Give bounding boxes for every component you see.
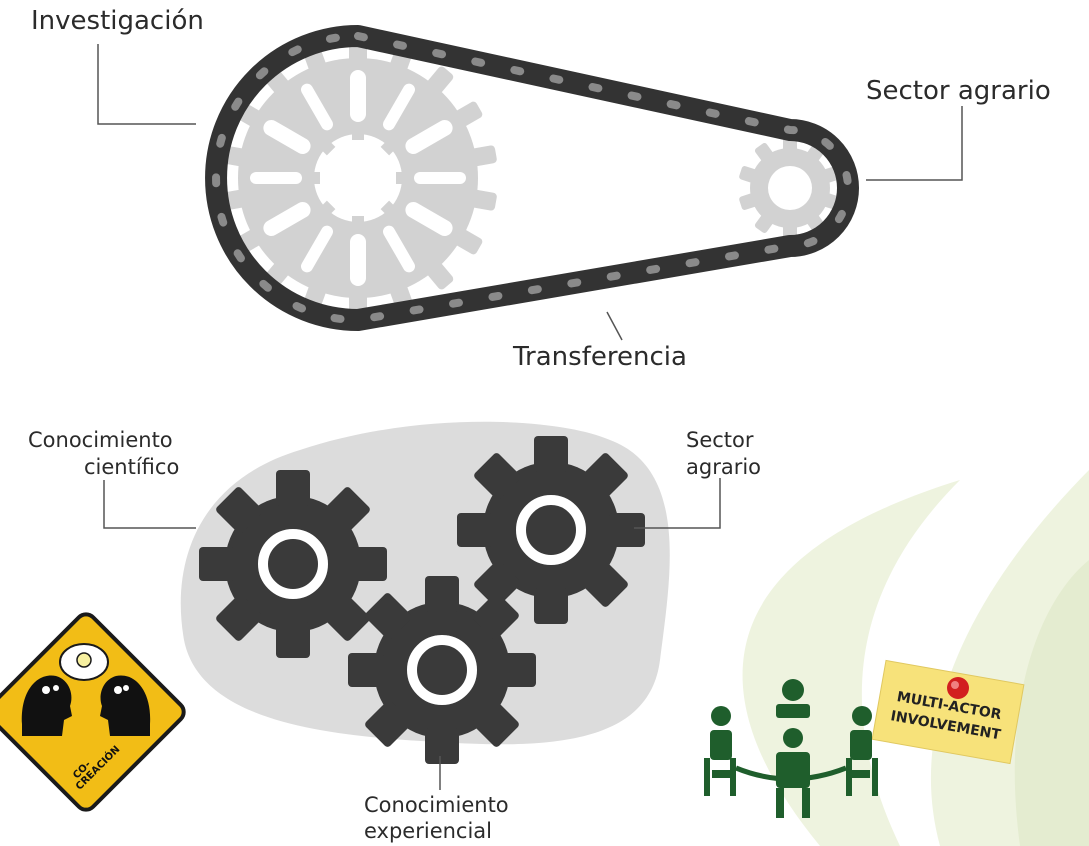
small-sprocket — [739, 136, 841, 240]
sticky-note: MULTI-ACTOR INVOLVEMENT — [871, 659, 1025, 765]
label-sector-2: agrario — [686, 455, 762, 479]
label-conocimiento-cientifico-1: Conocimiento — [28, 428, 173, 452]
label-conocimiento-cientifico-2: científico — [84, 455, 180, 479]
pushpin-icon — [947, 677, 969, 699]
leader-conocimiento-cientifico — [103, 480, 196, 529]
label-conocimiento-experiencial-1: Conocimiento — [364, 793, 509, 817]
label-sector-agrario: Sector agrario — [866, 76, 1051, 106]
people-icon — [704, 679, 878, 818]
label-conocimiento-experiencial-2: experiencial — [364, 819, 493, 843]
leader-sector — [634, 478, 721, 529]
head-left-icon — [21, 675, 72, 736]
leader-sector-agrario — [866, 106, 963, 181]
leader-investigacion — [97, 44, 196, 125]
label-transferencia: Transferencia — [513, 342, 687, 372]
label-investigacion: Investigación — [31, 6, 204, 36]
leader-transferencia — [606, 311, 623, 341]
head-right-icon — [100, 675, 151, 736]
label-sector-1: Sector — [686, 428, 754, 452]
